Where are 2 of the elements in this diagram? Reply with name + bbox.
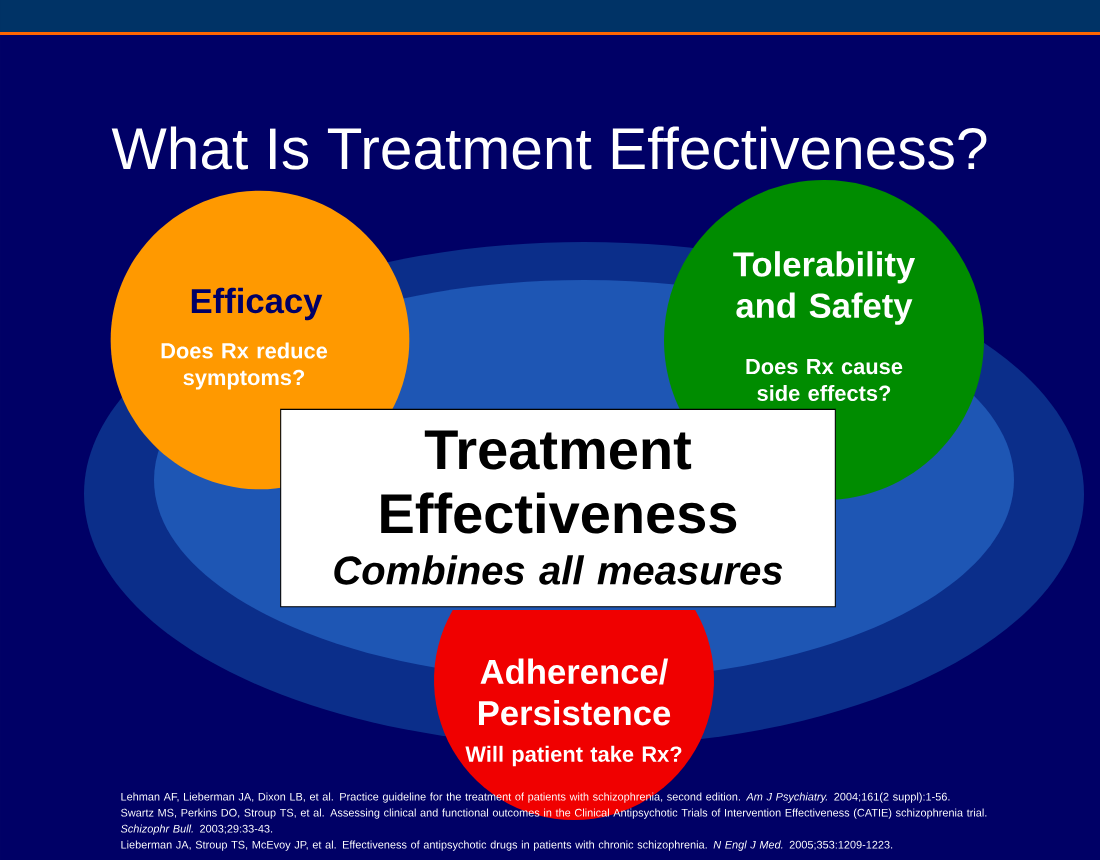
text-box: Treatment Effectiveness Combines all measures — [280, 408, 836, 608]
title: What Is Treatment Effectiveness? — [111, 126, 987, 170]
